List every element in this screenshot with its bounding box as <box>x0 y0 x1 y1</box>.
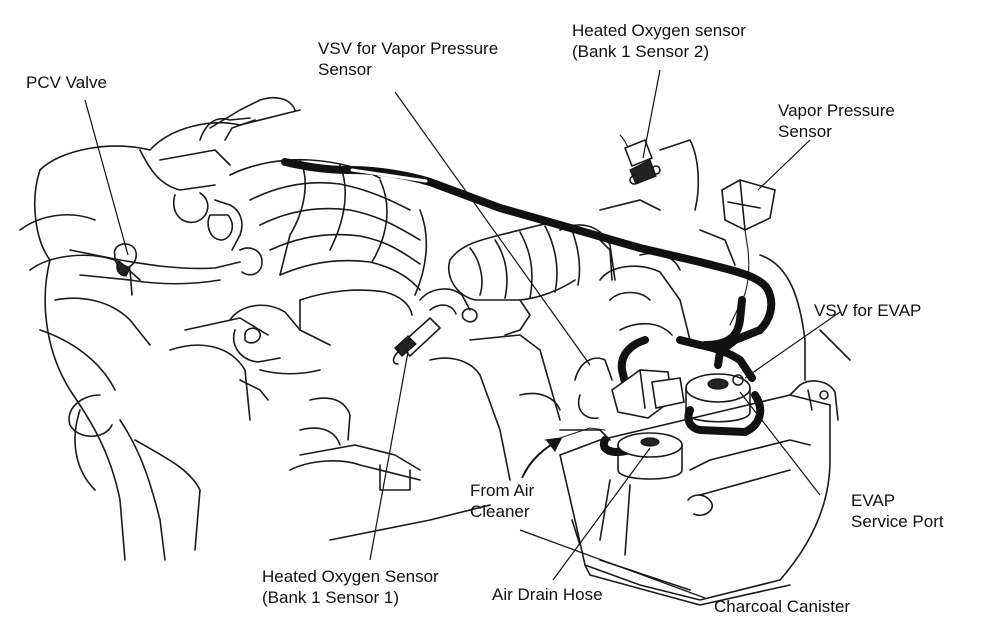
label-evap-service-port: EVAP Service Port <box>851 491 944 531</box>
evap-port-leader <box>739 391 821 496</box>
label-ho2-bank1-sensor1: Heated Oxygen Sensor (Bank 1 Sensor 1) <box>262 567 439 607</box>
label-from-air-cleaner: From Air Cleaner <box>470 481 535 521</box>
pcv-leader <box>84 99 129 256</box>
leader-lines <box>84 69 841 599</box>
ho2-b1s1-leader <box>369 351 409 561</box>
label-pcv-valve: PCV Valve <box>26 73 107 92</box>
vsv-vapor-leader <box>394 91 591 366</box>
air-drain-leader <box>552 447 651 581</box>
label-charcoal-canister: Charcoal Canister <box>714 597 851 616</box>
vapor-sensor-leader <box>757 139 811 191</box>
air-flow-arrowhead <box>546 438 562 452</box>
label-vsv-for-evap: VSV for EVAP <box>814 301 922 320</box>
evap-assembly <box>544 369 839 606</box>
engine-block-drawing <box>19 96 851 561</box>
ho2-b1s2-leader <box>642 69 661 159</box>
label-air-drain-hose: Air Drain Hose <box>492 585 603 604</box>
vsv-evap-leader <box>744 311 841 379</box>
label-vsv-vapor-pressure-sensor: VSV for Vapor Pressure Sensor <box>318 39 499 79</box>
canister-leader <box>519 529 706 599</box>
label-ho2-bank1-sensor2: Heated Oxygen sensor (Bank 1 Sensor 2) <box>572 21 746 61</box>
vacuum-hoses <box>281 158 776 456</box>
label-vapor-pressure-sensor: Vapor Pressure Sensor <box>778 101 895 141</box>
